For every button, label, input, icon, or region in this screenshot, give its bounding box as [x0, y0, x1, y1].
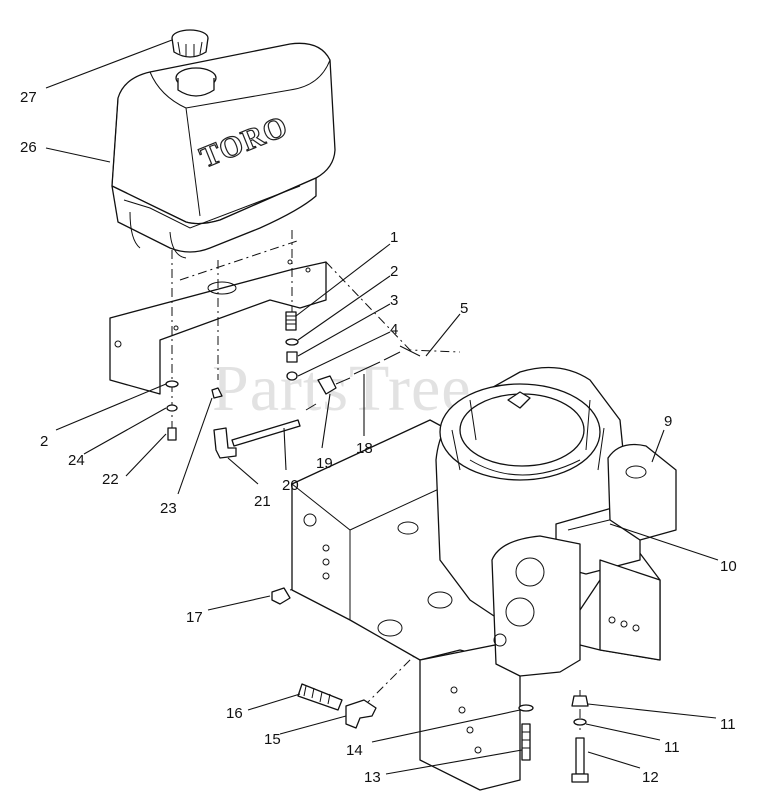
callout-13: 13: [364, 769, 381, 786]
callout-labels: 27 26 1 2 3 4 5 9 2 24 22 23 18 19 20 21…: [20, 89, 737, 786]
fuel-fitting-stack: [285, 311, 299, 381]
fuel-line-assembly: [213, 345, 421, 459]
callout-15: 15: [264, 731, 281, 748]
callout-16: 16: [226, 705, 243, 722]
left-hardware: [165, 380, 223, 441]
callout-11-upper: 11: [720, 716, 736, 733]
callout-22: 22: [102, 471, 119, 488]
callout-26: 26: [20, 139, 37, 156]
engine: [435, 366, 677, 677]
callout-24: 24: [68, 452, 85, 469]
callout-21: 21: [254, 493, 271, 510]
callout-1: 1: [390, 229, 398, 246]
callout-12: 12: [642, 769, 659, 786]
fuel-cap: [171, 29, 209, 58]
callout-23: 23: [160, 500, 177, 517]
callout-20: 20: [282, 477, 299, 494]
tank-bracket: [109, 259, 327, 395]
callout-11-lower: 11: [664, 739, 680, 756]
callout-18: 18: [356, 440, 373, 457]
callout-19: 19: [316, 455, 333, 472]
callout-10: 10: [720, 558, 737, 575]
callout-17: 17: [186, 609, 203, 626]
callout-5: 5: [460, 300, 468, 317]
callout-14: 14: [346, 742, 363, 759]
callout-27: 27: [20, 89, 37, 106]
leader-lines: [45, 39, 719, 775]
callout-3: 3: [390, 292, 398, 309]
fuel-tank: TORO: [111, 42, 336, 259]
callout-4: 4: [390, 321, 398, 338]
bottom-hardware: [271, 587, 589, 783]
watermark-text: PartsTree: [212, 352, 472, 425]
callout-2-lower: 2: [40, 433, 48, 450]
callout-2-upper: 2: [390, 263, 398, 280]
callout-9: 9: [664, 413, 672, 430]
